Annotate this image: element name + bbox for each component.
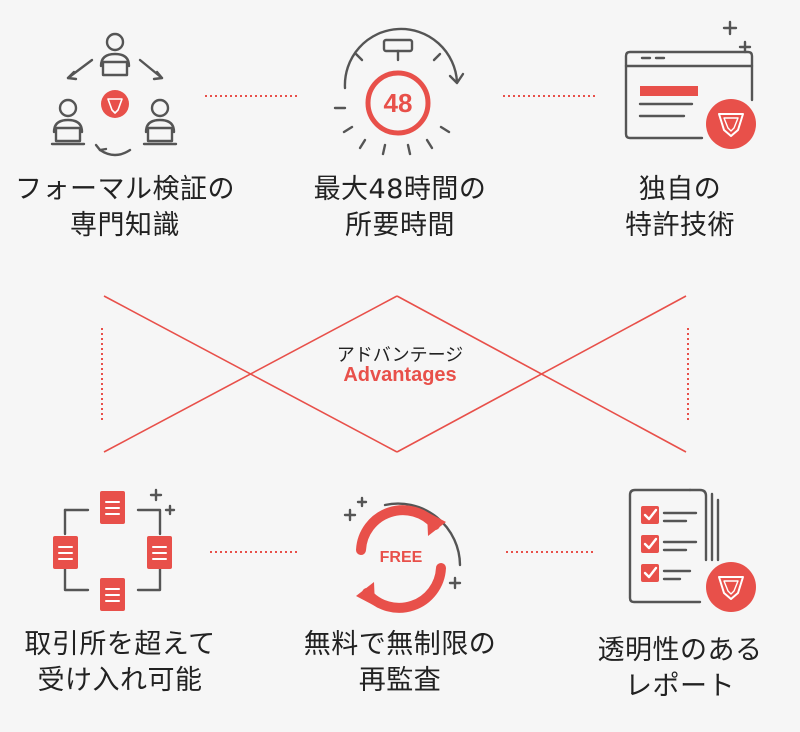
label-line: レポート [625, 671, 735, 702]
label-line: 取引所を超えて [24, 629, 216, 660]
label-line: 無料で無制限の [303, 629, 497, 660]
label-line: 特許技術 [625, 210, 735, 241]
feature-label-exchanges: 取引所を超えて 受け入れ可能 [0, 627, 240, 699]
checklist-shield-icon [628, 488, 720, 604]
browser-shield-icon [624, 20, 754, 140]
feature-label-turnaround: 最大48時間の 所要時間 [285, 172, 515, 244]
documents-cycle-icon [63, 488, 176, 592]
label-line: フォーマル検証の [15, 174, 235, 205]
center-title-ja: アドバンテージ [336, 345, 464, 366]
feature-label-patent: 独自の 特許技術 [580, 172, 780, 244]
free-label: FREE [380, 549, 423, 566]
label-line: 独自の [638, 174, 722, 205]
label-line: 専門知識 [70, 210, 180, 241]
center-title-en: Advantages [343, 364, 457, 386]
label-line: 受け入れ可能 [37, 665, 203, 696]
team-network-icon [50, 32, 178, 157]
feature-label-reaudit: 無料で無制限の 再監査 [285, 627, 515, 699]
feature-label-report: 透明性のある レポート [570, 633, 790, 705]
stopwatch-icon [333, 27, 465, 156]
label-line: 所要時間 [345, 210, 455, 241]
advantages-cross [103, 295, 687, 453]
feature-label-formal-verification: フォーマル検証の 専門知識 [0, 172, 250, 244]
timer-number: 48 [384, 88, 413, 118]
label-line: 最大48時間の [313, 174, 487, 205]
label-line: 再監査 [358, 665, 442, 696]
label-line: 透明性のある [597, 635, 763, 666]
